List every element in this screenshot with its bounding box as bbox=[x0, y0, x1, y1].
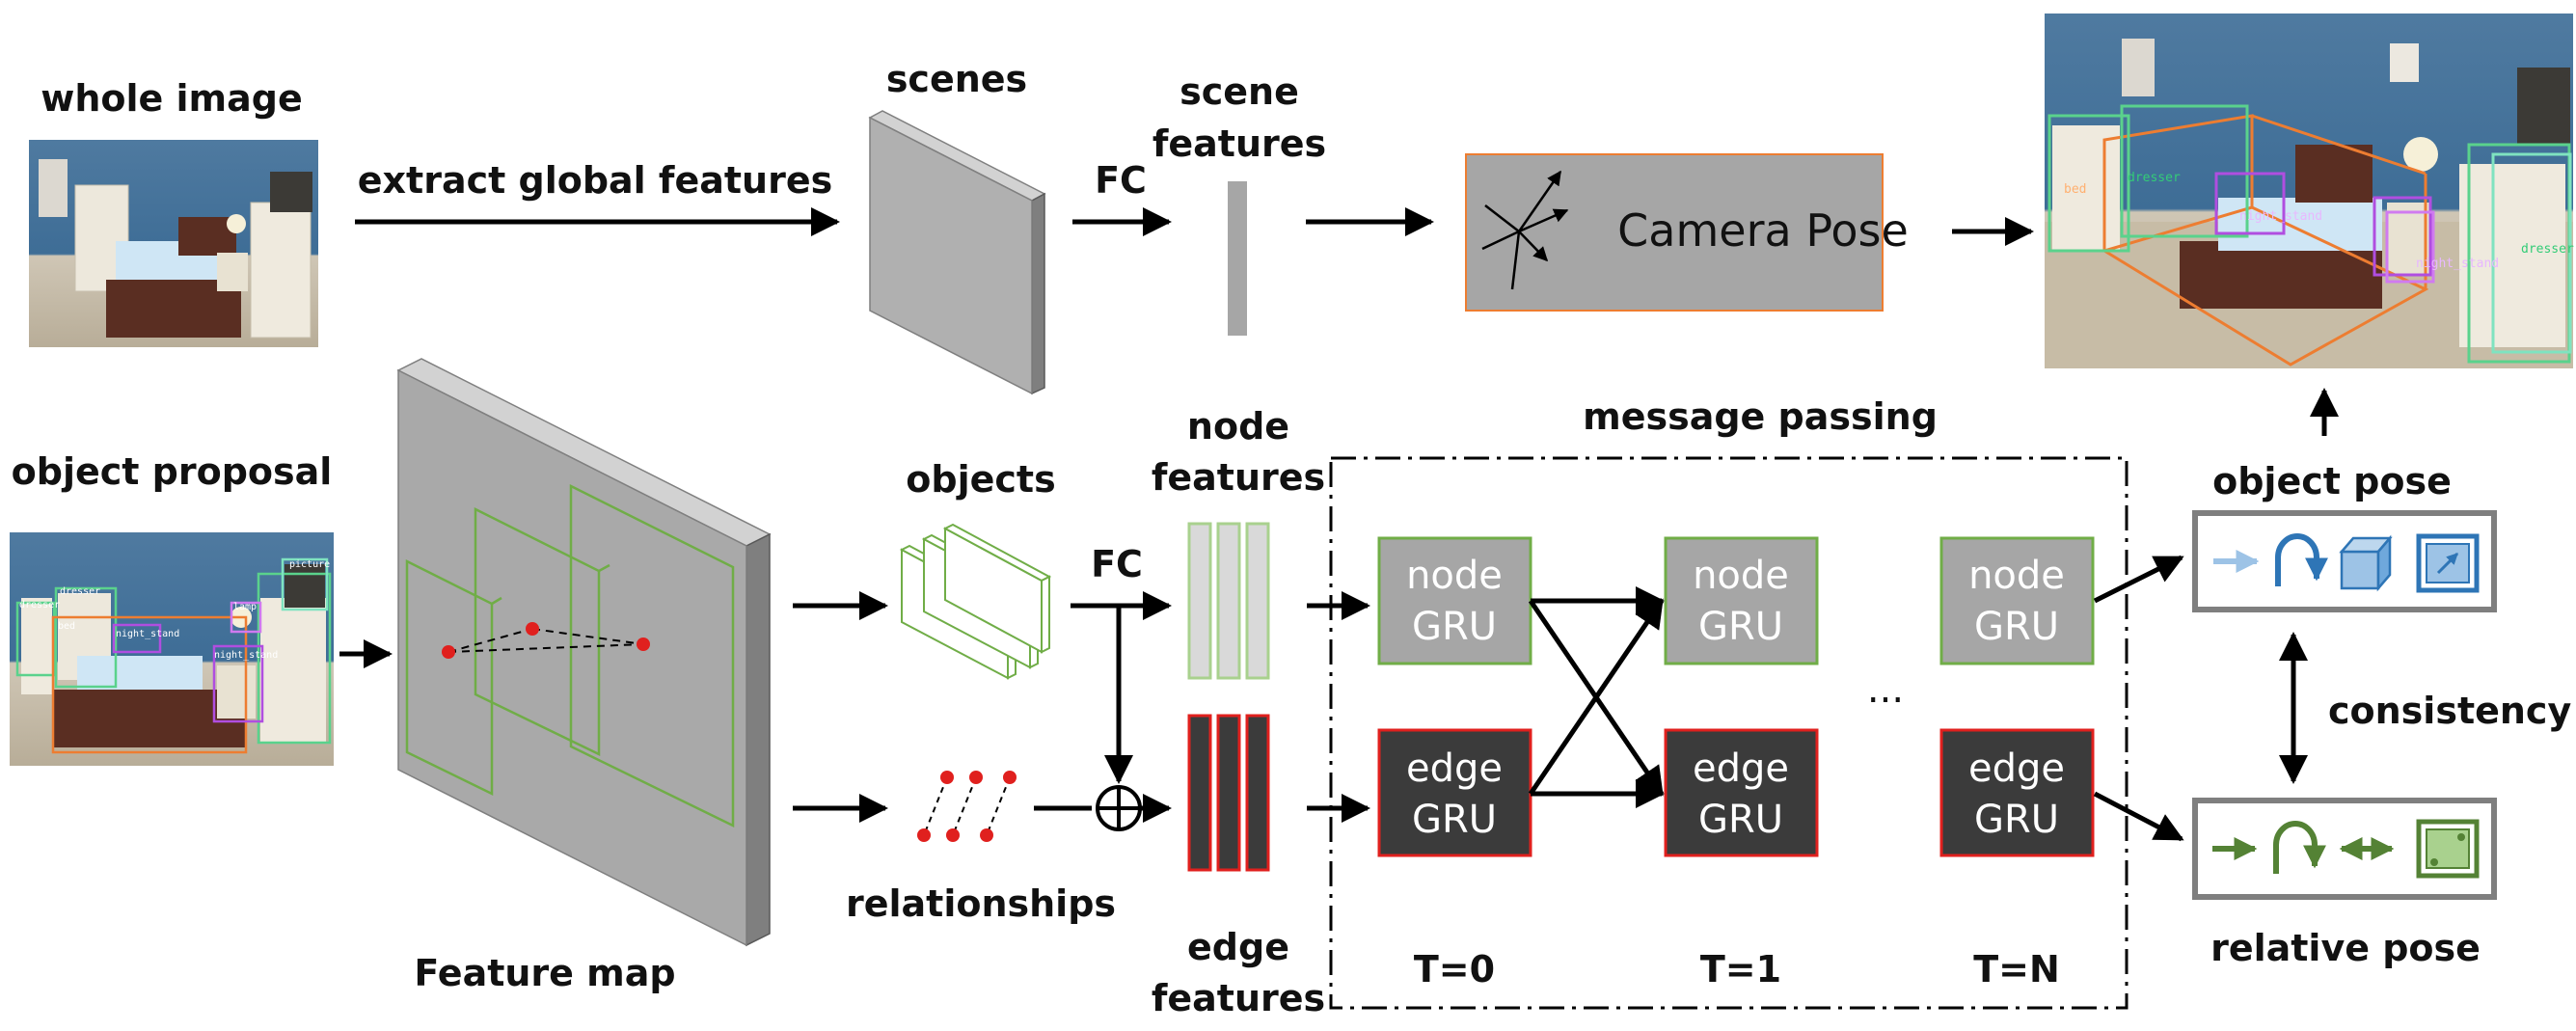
box-2d-icon bbox=[2416, 533, 2480, 593]
axes-icon bbox=[1481, 170, 1569, 290]
node-gru-t1-line2: GRU bbox=[1698, 605, 1783, 649]
edge-gru-t0: edge GRU bbox=[1377, 728, 1532, 857]
proposal-tag-night-stand-1: night_stand bbox=[116, 629, 179, 639]
proposal-tag-bed: bed bbox=[58, 621, 75, 632]
relationship-lines bbox=[447, 628, 644, 653]
message-passing-label: message passing bbox=[1583, 395, 1938, 438]
objects-label: objects bbox=[906, 458, 1055, 501]
feature-point-3 bbox=[637, 638, 650, 651]
arrow-node-to-object-pose bbox=[2093, 555, 2184, 604]
timestep-tn: T=N bbox=[1973, 948, 2060, 990]
edge-features-label-2: features bbox=[1152, 977, 1325, 1019]
feature-map-slab bbox=[396, 358, 772, 947]
message-passing-frame bbox=[1329, 456, 2129, 1010]
edge-gru-t0-line1: edge bbox=[1406, 746, 1503, 791]
edge-gru-t0-line2: GRU bbox=[1412, 798, 1497, 842]
edge-gru-tn: edge GRU bbox=[1939, 728, 2095, 857]
rotation-arc-icon bbox=[2275, 533, 2328, 586]
proposal-tag-dresser-1: dresser bbox=[19, 600, 60, 610]
node-feature-bars bbox=[1187, 522, 1270, 680]
relative-pose-panel bbox=[2192, 798, 2497, 900]
node-gru-tn-line1: node bbox=[1968, 554, 2065, 598]
node-features-label-1: node bbox=[1187, 405, 1289, 448]
scenes-slab bbox=[868, 110, 1046, 395]
relationships-label: relationships bbox=[846, 882, 1116, 925]
camera-pose-box: Camera Pose bbox=[1465, 153, 1909, 312]
output-tag-night-stand-1: night_stand bbox=[2239, 209, 2322, 224]
message-arrows bbox=[1528, 586, 1665, 808]
proposal-tag-dresser-2: dresser bbox=[60, 586, 100, 597]
edge-features-label-1: edge bbox=[1187, 926, 1289, 968]
ellipsis-label: ... bbox=[1867, 667, 1904, 712]
object-pose-label: object pose bbox=[2212, 460, 2452, 502]
relationships-icon bbox=[917, 771, 1017, 842]
fc-bottom-label: FC bbox=[1091, 543, 1143, 585]
object-pose-panel bbox=[2192, 510, 2497, 612]
node-features-label-2: features bbox=[1152, 456, 1325, 499]
object-proposal-thumbnail: picture dresser dresser lamp night_stand… bbox=[10, 532, 334, 766]
output-image: dresser night_stand night_stand dresser … bbox=[2045, 14, 2574, 368]
feature-point-2 bbox=[526, 622, 539, 636]
node-gru-t0: node GRU bbox=[1377, 536, 1532, 665]
edge-gru-t1: edge GRU bbox=[1664, 728, 1819, 857]
proposal-tag-lamp: lamp bbox=[233, 602, 257, 612]
feature-point-1 bbox=[442, 645, 455, 659]
scene-features-label-2: features bbox=[1152, 122, 1326, 165]
extract-global-features-label: extract global features bbox=[358, 159, 832, 202]
output-tag-night-stand-2: night_stand bbox=[2416, 257, 2499, 271]
edge-gru-t1-line1: edge bbox=[1693, 746, 1789, 791]
relative-rotation-icon bbox=[2273, 821, 2326, 874]
edge-feature-bars bbox=[1187, 714, 1270, 872]
node-gru-t0-line2: GRU bbox=[1412, 605, 1497, 649]
edge-gru-t1-line2: GRU bbox=[1698, 798, 1783, 842]
output-tag-dresser-2: dresser bbox=[2521, 242, 2574, 257]
cube-icon bbox=[2339, 534, 2393, 592]
scenes-label: scenes bbox=[886, 58, 1027, 100]
node-gru-t1: node GRU bbox=[1664, 536, 1819, 665]
whole-image-thumbnail bbox=[29, 140, 318, 347]
object-proposal-label: object proposal bbox=[12, 450, 333, 493]
relative-box-icon bbox=[2416, 819, 2480, 879]
proposal-tag-picture: picture bbox=[289, 559, 330, 570]
scene-feature-bar bbox=[1228, 181, 1247, 336]
relative-pose-label: relative pose bbox=[2210, 927, 2481, 969]
objects-stack bbox=[899, 523, 1052, 680]
timestep-t1: T=1 bbox=[1700, 948, 1781, 990]
node-gru-tn: node GRU bbox=[1939, 536, 2095, 665]
output-tag-bed: bed bbox=[2064, 182, 2086, 197]
edge-gru-tn-line2: GRU bbox=[1974, 798, 2059, 842]
feature-map-label: Feature map bbox=[414, 952, 675, 994]
timestep-t0: T=0 bbox=[1414, 948, 1495, 990]
output-tag-dresser-1: dresser bbox=[2128, 171, 2181, 185]
consistency-label: consistency bbox=[2328, 690, 2571, 732]
fc-top-label: FC bbox=[1095, 159, 1147, 202]
node-gru-t1-line1: node bbox=[1693, 554, 1789, 598]
node-gru-tn-line2: GRU bbox=[1974, 605, 2059, 649]
arrow-edge-to-relative-pose bbox=[2093, 791, 2184, 842]
scene-features-label-1: scene bbox=[1180, 70, 1299, 113]
concat-plus-icon bbox=[1096, 785, 1142, 831]
whole-image-label: whole image bbox=[41, 77, 303, 120]
node-gru-t0-line1: node bbox=[1406, 554, 1503, 598]
camera-pose-label: Camera Pose bbox=[1617, 204, 1909, 257]
proposal-tag-night-stand-2: night_stand bbox=[214, 650, 278, 661]
edge-gru-tn-line1: edge bbox=[1968, 746, 2065, 791]
